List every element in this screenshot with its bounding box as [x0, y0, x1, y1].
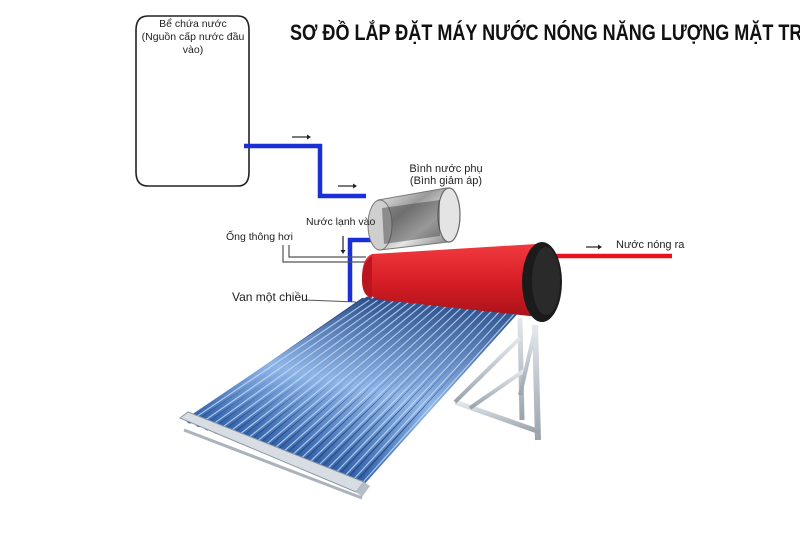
- vacuum-tube: [310, 302, 483, 473]
- vacuum-tube-highlight: [199, 299, 378, 424]
- aux-tank-sublabel: (Bình giảm áp): [410, 175, 482, 187]
- right-arrow-icon: [586, 244, 602, 250]
- vacuum-tube: [195, 296, 380, 427]
- vacuum-tube-highlight: [191, 299, 370, 421]
- vacuum-tube-highlight: [217, 300, 394, 431]
- hot-out-label: Nước nóng ra: [616, 239, 685, 251]
- vacuum-tube-highlight: [226, 301, 402, 435]
- check-valve-label: Van một chiều: [232, 290, 308, 304]
- vacuum-tube-highlight: [350, 307, 513, 483]
- support-frame: [453, 317, 541, 441]
- cold-water-pipe: [244, 143, 366, 199]
- vacuum-tube: [345, 304, 514, 487]
- vacuum-tube-highlight: [253, 302, 426, 445]
- vacuum-tube: [239, 299, 419, 445]
- cold-water-pipe-lower: [347, 237, 372, 302]
- vacuum-tube-highlight: [341, 306, 505, 480]
- vacuum-tube-highlight: [235, 301, 410, 438]
- auxiliary-tank: [367, 187, 461, 251]
- vacuum-tube: [186, 296, 372, 424]
- vacuum-tube: [327, 303, 498, 480]
- check-valve-leader: [304, 299, 357, 303]
- vacuum-tube: [257, 299, 435, 452]
- vacuum-tube-highlight: [208, 300, 386, 428]
- vacuum-tube: [301, 301, 475, 469]
- aux-tank-label: Bình nước phụ: [409, 163, 482, 175]
- vacuum-tube: [292, 301, 467, 466]
- vacuum-tube-highlight: [306, 305, 473, 466]
- water-tank-name: Bể chứa nước: [159, 18, 227, 30]
- vacuum-tube-highlight: [279, 303, 449, 456]
- vacuum-tube: [283, 301, 459, 462]
- vacuum-tubes: [186, 296, 522, 490]
- vacuum-tube: [319, 302, 490, 476]
- vacuum-tube: [354, 304, 522, 490]
- vent-pipe-label: Ống thông hơi: [226, 229, 293, 243]
- vacuum-tube-highlight: [314, 305, 481, 470]
- vacuum-tube: [274, 300, 451, 459]
- vacuum-tube-highlight: [244, 302, 418, 442]
- water-tank-subtitle: (Nguồn cấp nước đầu vào): [141, 31, 245, 56]
- page-title: SƠ ĐỒ LẮP ĐẶT MÁY NƯỚC NÓNG NĂNG LƯỢNG M…: [290, 20, 800, 45]
- cold-in-label: Nước lạnh vào: [306, 216, 376, 228]
- vacuum-tube: [230, 298, 411, 441]
- vacuum-tube: [336, 303, 506, 483]
- vacuum-tube-highlight: [297, 304, 465, 463]
- vacuum-tube: [248, 299, 427, 448]
- vacuum-tube-highlight: [270, 303, 441, 452]
- vacuum-tube: [213, 297, 396, 434]
- vacuum-tube: [221, 298, 404, 438]
- down-arrow-icon: [340, 236, 346, 254]
- vacuum-tube-highlight: [261, 302, 434, 449]
- right-arrow-icon: [338, 183, 357, 189]
- hot-water-storage-tank: [362, 242, 562, 322]
- vacuum-tube-highlight: [288, 304, 457, 459]
- right-arrow-icon: [292, 134, 311, 140]
- water-tank-label: Bể chứa nước (Nguồn cấp nước đầu vào): [137, 18, 249, 57]
- collector-panel: [179, 296, 522, 500]
- vacuum-tube: [266, 300, 443, 455]
- vacuum-tube-highlight: [359, 307, 520, 487]
- vacuum-tube: [204, 297, 388, 431]
- vacuum-tube-highlight: [332, 306, 497, 476]
- water-supply-tank: [135, 15, 250, 187]
- vacuum-tube-highlight: [323, 305, 489, 473]
- vent-pipe-2: [288, 245, 366, 258]
- vent-pipe: [282, 245, 366, 263]
